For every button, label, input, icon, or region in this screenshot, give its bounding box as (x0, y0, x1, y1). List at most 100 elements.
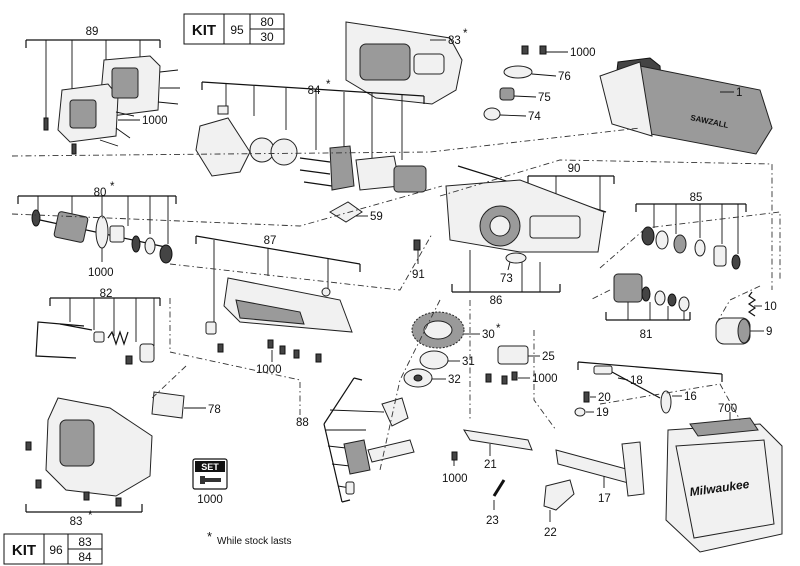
part-group-89: 89 1000 (25, 26, 180, 155)
callout-star: * (326, 79, 331, 91)
part-group-88: 88 (296, 377, 415, 503)
callout-20: 20 (598, 392, 611, 404)
part-group-85: 85 (635, 192, 747, 270)
part-group-81: 81 (605, 273, 691, 341)
part-31: 31 (419, 350, 475, 370)
part-group-84: 84 * (195, 79, 427, 193)
kit-item: 84 (78, 550, 92, 564)
part-25: 25 1000 (485, 345, 558, 385)
kit-number: 96 (49, 543, 63, 557)
screws-83 (25, 441, 122, 507)
kit-box-bottom: KIT 96 83 84 (3, 533, 103, 565)
callout-76: 76 (558, 71, 571, 83)
callout-82: 82 (100, 288, 113, 300)
motor-housing (43, 55, 180, 155)
callout-star: * (496, 323, 501, 335)
footnote: * While stock lasts (207, 529, 291, 547)
part-group-86: 86 (451, 250, 561, 307)
screws-87 (217, 339, 322, 363)
callout-30: 30 (482, 329, 495, 341)
callout-81: 81 (640, 329, 653, 341)
callout-star: * (463, 28, 468, 40)
part-32: 32 (403, 368, 461, 388)
footnote-star: * (207, 529, 212, 544)
part-17: 17 (555, 441, 645, 505)
callout-1000: 1000 (570, 47, 596, 59)
part-83-bottom: 83 * (25, 397, 153, 528)
callout-89: 89 (86, 26, 99, 38)
callout-32: 32 (448, 374, 461, 386)
kit-box-top: KIT 95 80 30 (183, 13, 285, 45)
part-73: 73 (500, 252, 527, 285)
callout-90: 90 (568, 163, 581, 175)
part-9: 9 (715, 317, 772, 345)
part-group-90: 90 (445, 163, 615, 253)
part-group-blade-clamp: 18 16 20 19 (574, 361, 723, 419)
part-700-case: Milwaukee 700 (665, 403, 783, 553)
part-83-top: 83 * (345, 21, 468, 105)
callout-75: 75 (538, 92, 551, 104)
kit-item: 83 (78, 535, 92, 549)
part-78: 78 (151, 391, 221, 419)
callout-83: 83 (448, 35, 461, 47)
callout-83: 83 (70, 516, 83, 528)
screws-25 (485, 371, 518, 385)
callout-1000: 1000 (532, 373, 558, 385)
callout-1000: 1000 (142, 115, 168, 127)
part-30: 30 * (411, 311, 501, 349)
kit-label: KIT (12, 542, 36, 559)
callout-17: 17 (598, 493, 611, 505)
part-10: 10 (747, 291, 777, 317)
part-59: 59 (329, 201, 383, 223)
callout-18: 18 (630, 375, 643, 387)
callout-88: 88 (296, 417, 309, 429)
callout-85: 85 (690, 192, 703, 204)
kit-item: 30 (260, 30, 274, 44)
set-label: SET (201, 462, 219, 472)
callout-700: 700 (718, 403, 737, 415)
part-21: 21 1000 (442, 429, 533, 485)
kit-number: 95 (230, 23, 244, 37)
callout-31: 31 (462, 356, 475, 368)
callout-78: 78 (208, 404, 221, 416)
kit-item: 80 (260, 15, 274, 29)
part-22: 22 (543, 479, 575, 539)
callout-star: * (88, 510, 93, 522)
brush-rods (299, 157, 333, 187)
assembly-guide-lines (11, 127, 781, 471)
callout-59: 59 (370, 211, 383, 223)
callout-91: 91 (412, 269, 425, 281)
set-badge: SET 1000 (192, 458, 228, 506)
callout-10: 10 (764, 301, 777, 313)
part-group-80: 80 * 1000 (17, 181, 177, 279)
part-stack-74-76: 1000 76 75 74 (483, 45, 596, 123)
callout-1: 1 (736, 87, 742, 99)
callout-star: * (110, 181, 115, 193)
set-number: 1000 (197, 494, 223, 506)
callout-19: 19 (596, 407, 609, 419)
callout-1000: 1000 (88, 267, 114, 279)
callout-73: 73 (500, 273, 513, 285)
callout-87: 87 (264, 235, 277, 247)
callout-16: 16 (684, 391, 697, 403)
callout-74: 74 (528, 111, 541, 123)
screw-icon (200, 476, 221, 484)
callout-1000: 1000 (442, 473, 468, 485)
kit-label: KIT (192, 22, 216, 39)
part-1-boot: SAWZALL 1 (599, 57, 773, 155)
footnote-text: While stock lasts (217, 536, 291, 547)
callout-23: 23 (486, 515, 499, 527)
callout-25: 25 (542, 351, 555, 363)
callout-84: 84 (308, 85, 321, 97)
part-23: 23 (486, 479, 506, 527)
part-group-87: 87 1000 (195, 235, 361, 376)
part-group-82: 82 (35, 288, 161, 365)
callout-80: 80 (94, 187, 107, 199)
callout-1000: 1000 (256, 364, 282, 376)
callout-21: 21 (484, 459, 497, 471)
callout-9: 9 (766, 326, 772, 338)
callout-22: 22 (544, 527, 557, 539)
part-91: 91 (412, 239, 425, 281)
callout-86: 86 (490, 295, 503, 307)
